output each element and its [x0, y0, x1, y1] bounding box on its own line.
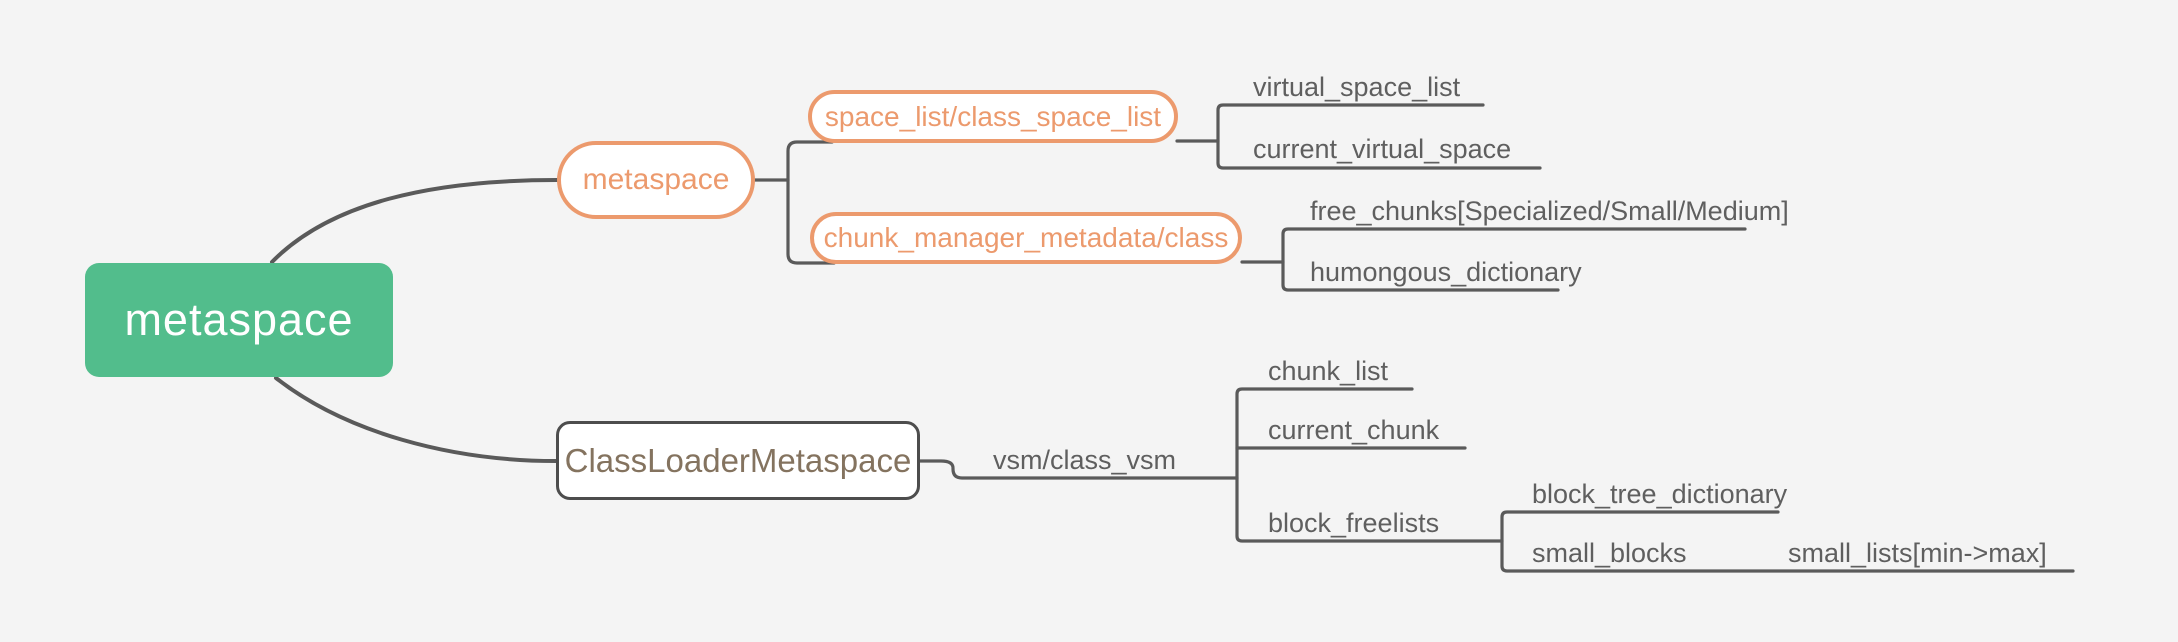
leaf-current-virtual-space[interactable]: current_virtual_space — [1253, 134, 1512, 164]
topic-space-list[interactable]: space_list/class_space_list — [808, 90, 1178, 143]
topic-chunk-manager-label: chunk_manager_metadata/class — [823, 222, 1229, 253]
leaf-small-blocks[interactable]: small_blocks — [1532, 538, 1687, 568]
connector-vsm-trunk-and-underlines — [1235, 387, 1504, 543]
leaf-free-chunks[interactable]: free_chunks[Specialized/Small/Medium] — [1310, 196, 1789, 226]
leaf-vsm-class-vsm[interactable]: vsm/class_vsm — [993, 445, 1177, 475]
leaf-virtual-space-list[interactable]: virtual_space_list — [1253, 72, 1461, 102]
connector-chunkmanager-trunk-and-underlines — [1281, 227, 1747, 292]
leaf-current-chunk[interactable]: current_chunk — [1268, 415, 1440, 445]
topic-metaspace-label: metaspace — [582, 163, 730, 196]
leaf-block-freelists[interactable]: block_freelists — [1268, 508, 1440, 538]
root-topic-metaspace[interactable]: metaspace — [85, 263, 393, 377]
connector-blockfreelists-trunk-and-underlines — [1500, 510, 2075, 573]
connector-clm-to-vsm-underline — [918, 459, 1239, 480]
leaf-humongous-dictionary[interactable]: humongous_dictionary — [1310, 257, 1582, 287]
topic-classloadermetaspace[interactable]: ClassLoaderMetaspace — [556, 421, 920, 500]
root-topic-label: metaspace — [124, 294, 354, 345]
leaf-small-lists[interactable]: small_lists[min->max] — [1788, 538, 2047, 568]
connector-metaspace-trunk — [786, 140, 836, 265]
leaf-block-tree-dictionary[interactable]: block_tree_dictionary — [1532, 479, 1788, 509]
topic-classloadermetaspace-label: ClassLoaderMetaspace — [564, 441, 912, 479]
topic-space-list-label: space_list/class_space_list — [824, 100, 1162, 132]
connector-root-to-metaspace — [270, 178, 559, 264]
topic-metaspace[interactable]: metaspace — [557, 141, 755, 219]
connector-root-to-classloadermetaspace — [274, 376, 558, 463]
topic-chunk-manager[interactable]: chunk_manager_metadata/class — [810, 212, 1242, 264]
connector-spacelist-trunk-and-underlines — [1216, 103, 1542, 170]
leaf-chunk-list[interactable]: chunk_list — [1268, 356, 1389, 386]
